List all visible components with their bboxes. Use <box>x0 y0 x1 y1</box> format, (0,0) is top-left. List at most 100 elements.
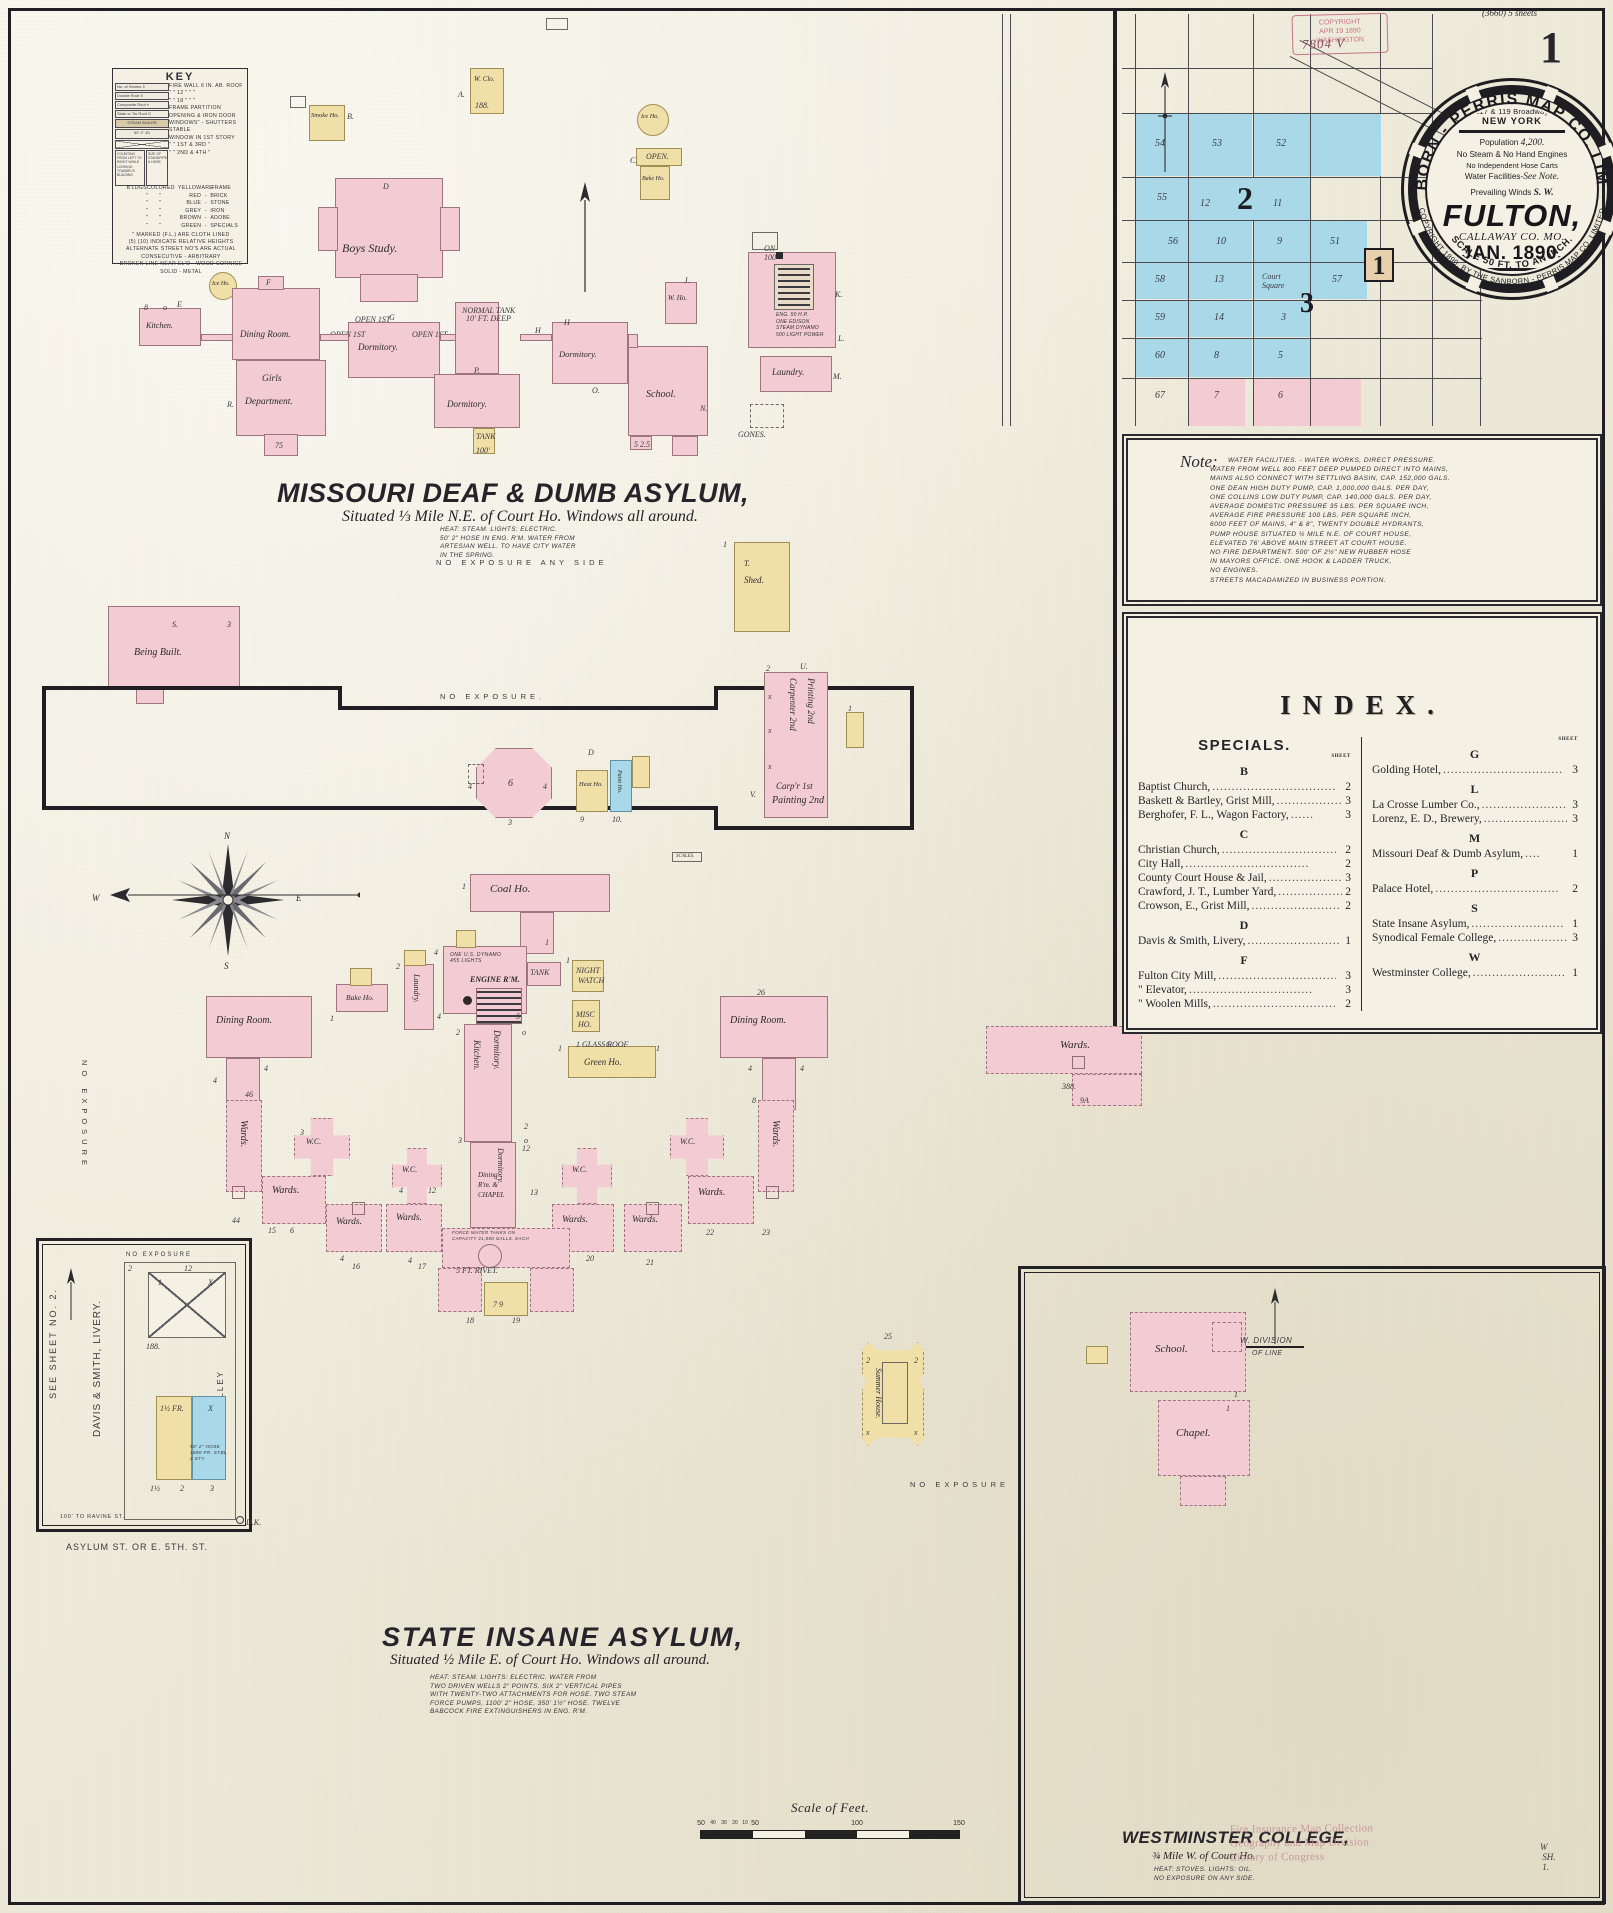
seal-title-city: FULTON, <box>1442 197 1582 233</box>
dimension: 2 <box>914 1356 918 1365</box>
building-ward-left-3 <box>326 1204 382 1252</box>
key-color-cell: " <box>145 215 148 222</box>
key-color-cell: - <box>204 192 207 199</box>
index-entry-name: State Insane Asylum, <box>1372 918 1470 930</box>
dimension: 4 <box>437 1012 441 1021</box>
key-swatch: Slate or Tin Roof O <box>115 110 169 118</box>
seal-ring-mid <box>1408 85 1613 293</box>
key-color-cell: " <box>158 192 161 199</box>
westminster-division-note: W. Division <box>1240 1336 1293 1345</box>
dimension: 8 <box>752 1096 756 1105</box>
note-line: WATER FACILITIES. - WATER WORKS, DIRECT … <box>1228 457 1436 464</box>
index-dots: ................................ <box>1268 872 1341 884</box>
index-entry[interactable]: Baskett & Bartley, Grist Mill, .........… <box>1138 794 1351 808</box>
building-wards-satellite <box>986 1026 1142 1074</box>
index-entry[interactable]: Westminster College, ...................… <box>1372 966 1578 980</box>
building-letter: F <box>266 278 271 287</box>
building-label: Department. <box>245 397 293 407</box>
index-entry[interactable]: County Court House & Jail, .............… <box>1138 871 1351 885</box>
key-line: FRAME PARTITION <box>169 105 222 112</box>
smokestack-dot <box>463 996 472 1005</box>
index-entry[interactable]: Berghofer, F. L., Wagon Factory, ...... … <box>1138 808 1351 822</box>
building-label: Shed. <box>744 575 764 585</box>
index-entry[interactable]: Palace Hotel, ..........................… <box>1372 882 1578 896</box>
index-dots: ................................ <box>1221 844 1337 856</box>
building-letter: E <box>177 300 182 309</box>
building-misc-right2 <box>1086 1346 1108 1364</box>
index-dots: ................................ <box>1278 886 1342 898</box>
key-line-column: FIRE WALL 6 IN. AB. ROOF " " 12 " " " " … <box>169 83 249 157</box>
index-entry[interactable]: Christian Church, ......................… <box>1138 843 1351 857</box>
index-entry[interactable]: State Insane Asylum, ...................… <box>1372 917 1578 931</box>
ward-number: 21 <box>646 1258 654 1267</box>
plat-block-number: 14 <box>1214 312 1224 323</box>
seal-county: CALLAWAY CO. MO. <box>1458 230 1566 243</box>
plat-block-number: 56 <box>1168 236 1178 247</box>
index-entry[interactable]: Baptist Church, ........................… <box>1138 780 1351 794</box>
note-block: Note: WATER FACILITIES. - WATER WORKS, D… <box>1180 452 1450 585</box>
plat-block-number: 8 <box>1214 350 1219 361</box>
scale-bar: 50 40 30 20 10 50 100 150 <box>697 1820 965 1839</box>
dimension: 4 <box>213 1076 217 1085</box>
index-entry[interactable]: City Hall, .............................… <box>1138 857 1351 871</box>
index-entry-sheet: 3 <box>1572 932 1578 944</box>
building-label: Summer House. <box>874 1368 883 1419</box>
index-entry[interactable]: Golding Hotel, .........................… <box>1372 763 1578 777</box>
annotation: NIGHT <box>576 966 601 975</box>
compass-label-south: S <box>224 961 229 971</box>
dimension: 18 <box>466 1316 474 1325</box>
ward-number: 23 <box>762 1228 770 1237</box>
index-dots: ...... <box>1290 809 1315 821</box>
key-color-cell: - <box>204 200 207 207</box>
index-entry[interactable]: Missouri Deaf & Dumb Asylum, .... 1 <box>1372 847 1578 861</box>
dimension: 25 <box>884 1332 892 1341</box>
building-label: Dining Room. <box>730 1015 787 1026</box>
livery-stable-blue <box>192 1396 226 1480</box>
index-entry-name: Missouri Deaf & Dumb Asylum, <box>1372 848 1524 860</box>
building-dormitory-g <box>348 322 440 378</box>
building-t-shed <box>734 542 790 632</box>
building-letter: O. <box>592 386 600 395</box>
index-entry[interactable]: La Crosse Lumber Co., ..................… <box>1372 798 1578 812</box>
compass-pointer-arrow <box>110 888 360 902</box>
building-label: Wards. <box>632 1215 658 1225</box>
index-entry[interactable]: " Elevator, ............................… <box>1138 983 1351 997</box>
building-boys-study-wing-r <box>440 207 460 251</box>
building-label: Chapel. <box>1176 1427 1211 1439</box>
printing-2nd-label: Printing 2nd <box>806 678 816 724</box>
dimension: 3 <box>508 818 512 827</box>
index-dots: ................................ <box>1471 918 1565 930</box>
index-letter: B <box>1239 764 1249 778</box>
boiler-grate-icon <box>778 268 810 306</box>
seal-population-value: 4,200. <box>1520 137 1545 148</box>
ward-number: 13 <box>530 1188 538 1197</box>
plat-block-8 <box>1189 339 1252 377</box>
plat-block-number: 10 <box>1216 236 1226 247</box>
building-label: W. Ho. <box>668 294 687 302</box>
building-label: Kitchen. <box>472 1040 482 1071</box>
building-outline-small-2 <box>290 96 306 108</box>
building-letter: V. <box>750 790 756 799</box>
scale-tick-minor: 40 <box>710 1820 716 1826</box>
index-entry[interactable]: " Woolen Mills, ........................… <box>1138 997 1351 1011</box>
plat-block-12-11 <box>1189 178 1310 220</box>
index-entry[interactable]: Synodical Female College, ..............… <box>1372 931 1578 945</box>
building-marker-square-l <box>232 1186 245 1199</box>
index-entry[interactable]: Crowson, E., Grist Mill, ...............… <box>1138 899 1351 913</box>
index-content: INDEX. SPECIALS. SHEET B Baptist Church,… <box>1138 690 1588 1011</box>
index-sheet-header: SHEET <box>1331 754 1351 759</box>
plat-block-60 <box>1136 339 1188 377</box>
index-entry-sheet: 2 <box>1345 998 1351 1010</box>
building-westminster-chapel <box>1158 1400 1250 1476</box>
index-entry[interactable]: Lorenz, E. D., Brewery, ................… <box>1372 812 1578 826</box>
key-footer: SOLID - METAL <box>160 268 202 275</box>
index-letter: F <box>1240 953 1249 967</box>
building-label: Dormitory. <box>559 349 597 359</box>
seal-water-value: See Note. <box>1523 171 1560 182</box>
spec-line: TWO DRIVEN WELLS 2" POINTS. SIX 2" VERTI… <box>430 1682 622 1690</box>
index-entry[interactable]: Fulton City Mill, ......................… <box>1138 969 1351 983</box>
livery-lot-outline <box>124 1262 236 1520</box>
index-entry[interactable]: Davis & Smith, Livery, .................… <box>1138 934 1351 948</box>
index-entry[interactable]: Crawford, J. T., Lumber Yard, ..........… <box>1138 885 1351 899</box>
